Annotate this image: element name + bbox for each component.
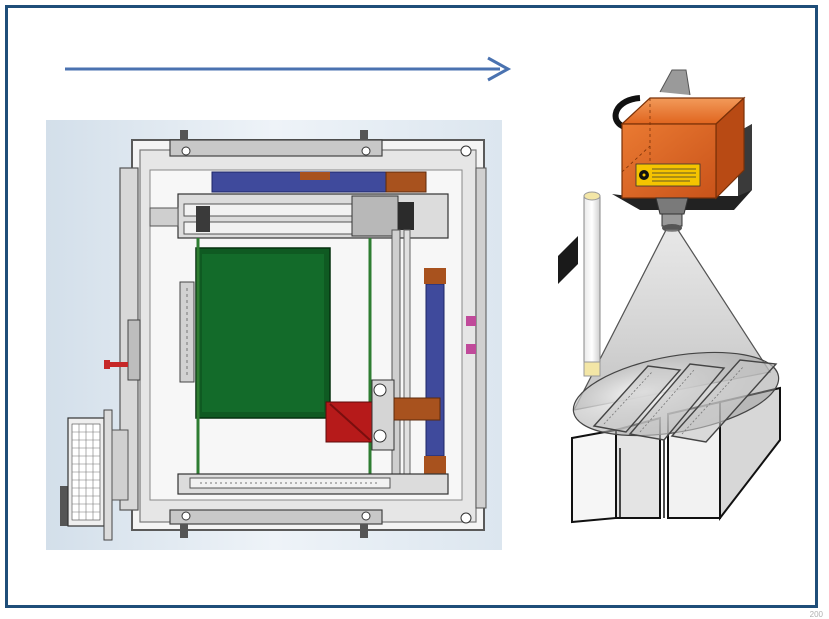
scanner-cabinet-drawing [46, 120, 502, 550]
page-number: 200 [809, 610, 823, 619]
direction-arrow [65, 56, 512, 82]
xray-source-illustration [558, 69, 781, 524]
radiation-warning-icon [635, 163, 701, 187]
